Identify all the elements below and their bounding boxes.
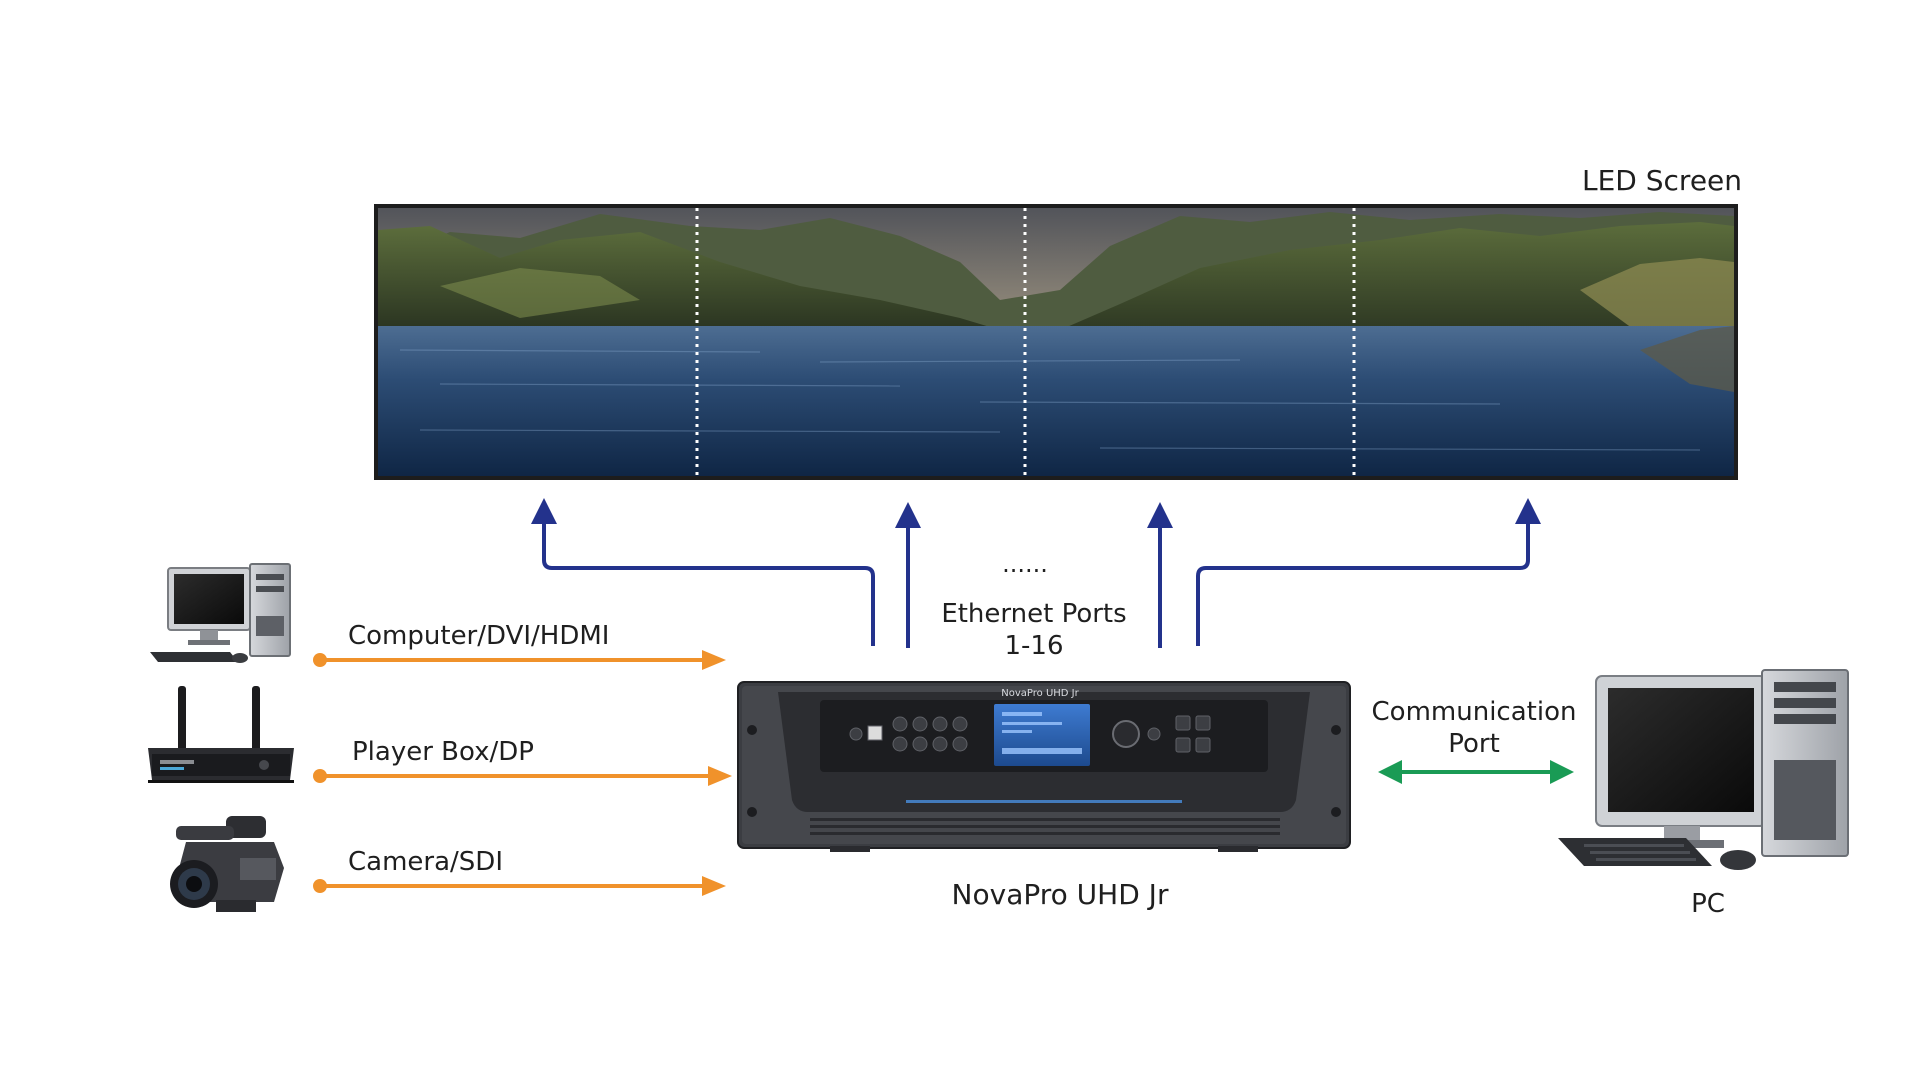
communication-arrow [1378, 760, 1574, 784]
device-knob [1112, 720, 1140, 748]
ethernet-arrowheads [531, 498, 1541, 528]
desktop-pc-icon [1558, 669, 1849, 870]
media-player-box-icon [148, 686, 294, 783]
led-screen: LED Screen [374, 164, 1742, 480]
device-name-label: NovaPro UHD Jr [952, 878, 1169, 911]
novapro-device: NovaPro UHD Jr [737, 681, 1351, 852]
ethernet-connections [542, 522, 1530, 648]
input-arrows [320, 658, 712, 888]
input-label-player: Player Box/DP [352, 737, 534, 767]
comm-label-line2: Port [1448, 729, 1500, 759]
ethernet-arrow-1 [542, 522, 875, 646]
ethernet-label-line1: Ethernet Ports [941, 599, 1126, 629]
ethernet-label-line2: 1-16 [1004, 631, 1063, 661]
input-label-computer: Computer/DVI/HDMI [348, 621, 609, 651]
ethernet-ellipsis: ...... [1002, 550, 1048, 578]
comm-label-line1: Communication [1372, 697, 1577, 727]
landscape-image [378, 208, 1734, 476]
pc-label: PC [1691, 889, 1725, 919]
video-camera-icon [170, 816, 284, 912]
desktop-computer-icon [150, 563, 291, 663]
ethernet-arrow-4 [1196, 522, 1530, 646]
led-screen-label: LED Screen [1582, 164, 1742, 197]
input-arrow-ends [313, 650, 732, 896]
device-brand-text: NovaPro UHD Jr [1001, 688, 1079, 699]
input-label-camera: Camera/SDI [348, 847, 503, 877]
